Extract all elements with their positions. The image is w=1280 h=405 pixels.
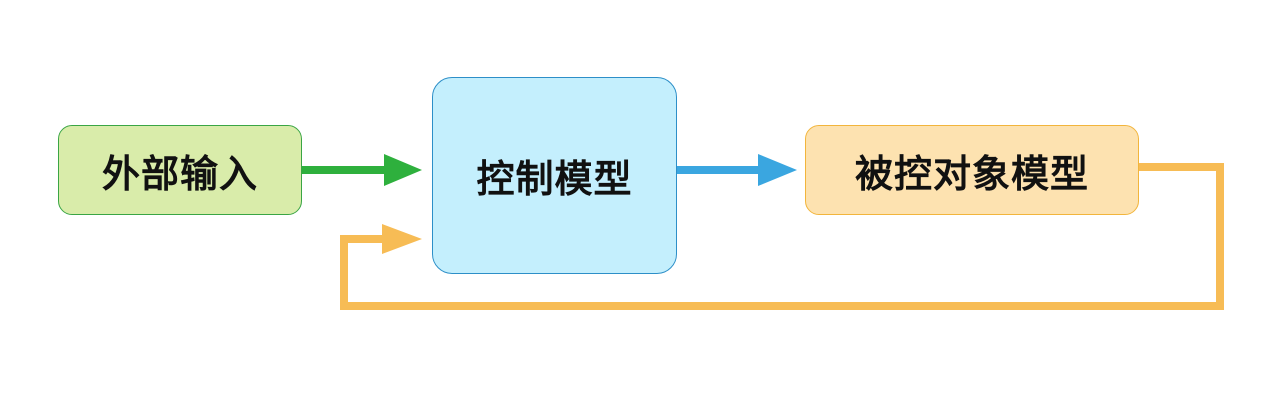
node-control-model: 控制模型 [432,77,677,274]
node-external-input: 外部输入 [58,125,302,215]
arrow-controller-to-plant [677,154,797,186]
arrow-input-to-controller [302,154,422,186]
node-controlled-object-model: 被控对象模型 [805,125,1139,215]
arrow-feedback-plant-to-controller [340,163,1224,310]
